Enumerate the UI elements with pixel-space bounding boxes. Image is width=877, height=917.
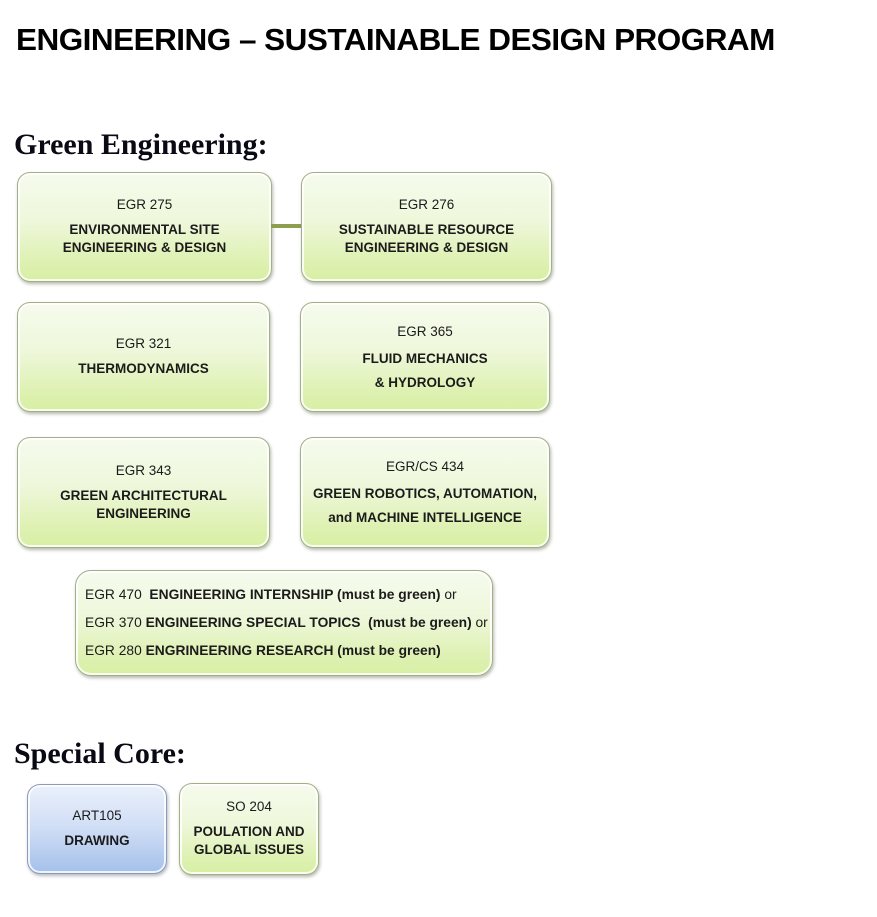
course-name-line: GREEN ROBOTICS, AUTOMATION, — [312, 486, 537, 501]
course-name-line: FLUID MECHANICS — [362, 350, 488, 366]
course-name-line: GREEN ARCHITECTURAL — [60, 487, 227, 503]
option-line: EGR 280 ENGRINEERING RESEARCH (must be g… — [85, 637, 492, 665]
section-heading-green-engineering: Green Engineering: — [14, 128, 268, 161]
course-name-line: & HYDROLOGY — [374, 374, 476, 390]
option-course-title: ENGRINEERING RESEARCH (must be green) — [145, 643, 441, 658]
course-box-egr-276: EGR 276 SUSTAINABLE RESOURCE ENGINEERING… — [301, 172, 552, 282]
course-code: EGR 321 — [115, 336, 172, 351]
course-code: SO 204 — [226, 799, 272, 814]
course-box-egr-365: EGR 365 FLUID MECHANICS & HYDROLOGY — [300, 302, 550, 412]
course-name-line: and MACHINE INTELLIGENCE — [328, 510, 522, 525]
course-name-line: ENGINEERING & DESIGN — [344, 240, 509, 255]
course-code: EGR 276 — [398, 197, 455, 212]
course-name-line: DRAWING — [64, 833, 130, 848]
option-line: EGR 470 ENGINEERING INTERNSHIP (must be … — [85, 581, 492, 609]
section-heading-special-core: Special Core: — [14, 737, 186, 770]
option-or-text: or — [440, 587, 457, 602]
course-code: ART105 — [72, 808, 122, 823]
connector-line — [271, 224, 302, 228]
option-course-code: EGR 280 — [85, 643, 146, 658]
course-name-line: GLOBAL ISSUES — [193, 842, 305, 857]
course-box-egr-343: EGR 343 GREEN ARCHITECTURAL ENGINEERING — [17, 437, 270, 548]
course-code: EGR 365 — [397, 323, 453, 339]
option-course-title: ENGINEERING INTERNSHIP (must be green) — [149, 587, 441, 602]
course-name-line: ENGINEERING — [96, 505, 191, 521]
course-box-egr-275: EGR 275 ENVIRONMENTAL SITE ENGINEERING &… — [17, 172, 272, 282]
course-box-egr-cs-434: EGR/CS 434 GREEN ROBOTICS, AUTOMATION, a… — [300, 437, 550, 548]
course-box-egr-321: EGR 321 THERMODYNAMICS — [17, 302, 270, 412]
option-course-title: ENGINEERING SPECIAL TOPICS (must be gree… — [145, 615, 472, 630]
course-code: EGR 275 — [116, 197, 173, 212]
option-course-code: EGR 470 — [85, 587, 150, 602]
option-course-code: EGR 370 — [85, 615, 146, 630]
course-name-line: ENVIRONMENTAL SITE — [69, 222, 220, 237]
page-title: ENGINEERING – SUSTAINABLE DESIGN PROGRAM — [16, 22, 775, 57]
course-code: EGR/CS 434 — [385, 459, 465, 474]
option-line: EGR 370 ENGINEERING SPECIAL TOPICS (must… — [85, 609, 492, 637]
course-box-so-204: SO 204 POULATION AND GLOBAL ISSUES — [179, 783, 319, 875]
course-name-line: THERMODYNAMICS — [78, 361, 209, 376]
course-name-line: SUSTAINABLE RESOURCE — [338, 222, 515, 237]
course-box-art-105: ART105 DRAWING — [27, 784, 167, 874]
course-name-line: ENGINEERING & DESIGN — [62, 240, 227, 255]
course-name-line: POULATION AND — [193, 824, 305, 839]
course-options-box: EGR 470 ENGINEERING INTERNSHIP (must be … — [75, 570, 493, 676]
course-code: EGR 343 — [115, 462, 172, 478]
option-or-text: or — [471, 615, 488, 630]
